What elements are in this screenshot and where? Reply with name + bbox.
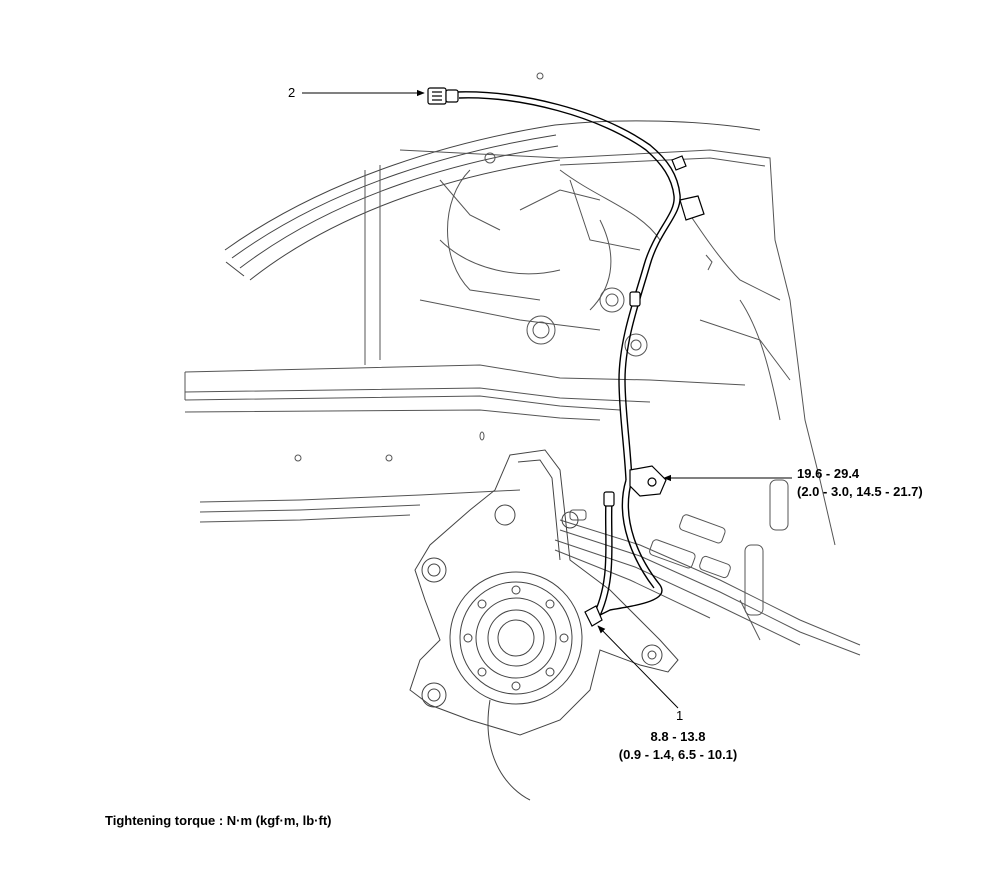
part-1-torque-nm: 8.8 - 13.8 <box>650 729 706 744</box>
torque-units-note: Tightening torque : N·m (kgf·m, lb·ft) <box>105 813 332 828</box>
frame-rails <box>184 364 746 523</box>
hub-bolt-holes <box>463 585 569 691</box>
part-1-number: 1 <box>676 708 684 723</box>
body-holes <box>294 72 713 462</box>
cable-clips <box>584 155 705 627</box>
sensor-cable <box>455 91 681 621</box>
leader-lines <box>302 89 792 709</box>
sensor-connector <box>427 87 459 105</box>
part-1-torque-other: (0.9 - 1.4, 6.5 - 10.1) <box>618 747 738 762</box>
part-2-number: 2 <box>288 85 296 100</box>
clip-bolt-torque-other: (2.0 - 3.0, 14.5 - 21.7) <box>797 484 923 499</box>
body-panel <box>364 149 836 546</box>
fender-arch <box>224 120 761 281</box>
clip-bolt-torque-nm: 19.6 - 29.4 <box>797 466 860 481</box>
lower-arm <box>554 479 861 656</box>
